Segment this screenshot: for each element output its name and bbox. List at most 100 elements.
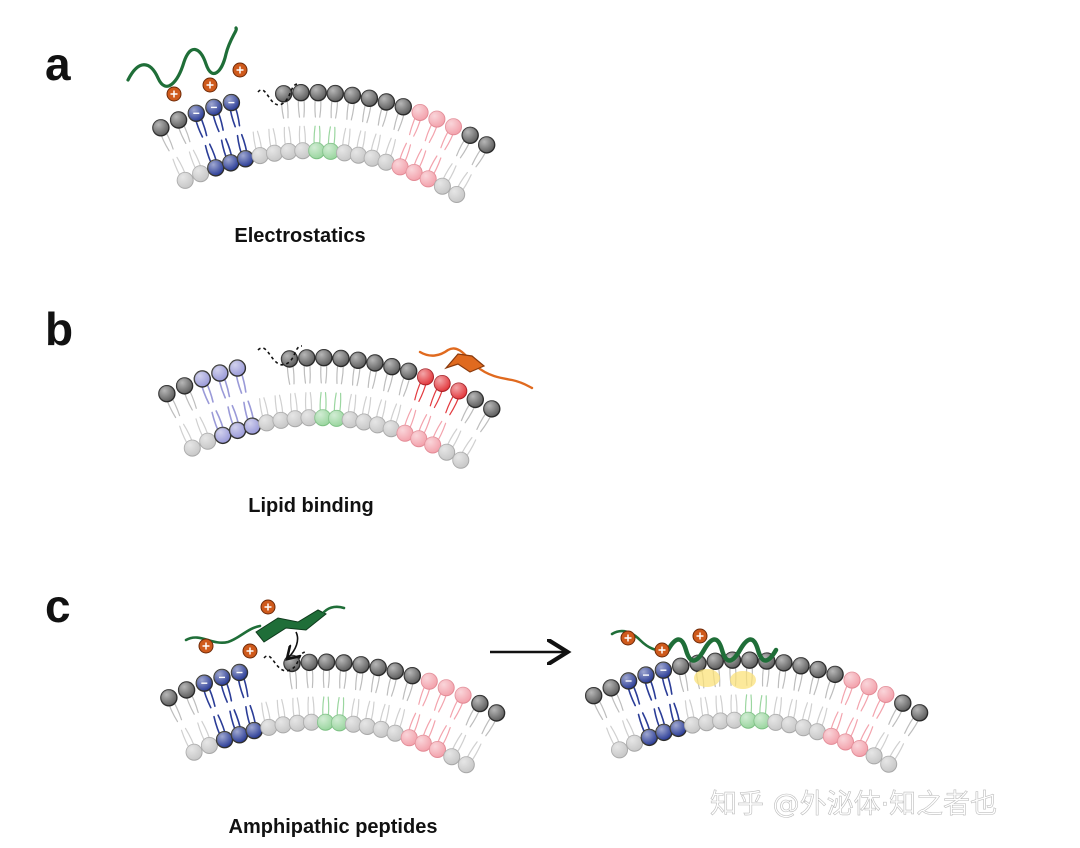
lipid-head-shine [698,714,715,731]
lipid-head-shine [331,714,348,731]
lipid-head-shine [160,689,177,706]
lipid-head-shine [412,104,429,121]
lipid-head-shine [301,654,318,671]
charge-group [166,62,708,659]
lipid-head-shine [378,94,395,110]
lipid-head-shine [401,729,418,746]
lipid-head-shine [740,712,757,729]
lipid-head-shine [378,154,395,171]
lipid-head-shine [345,716,362,733]
lipid-head-shine [158,385,175,402]
lipid-head-shine [793,657,809,674]
lipid-head-shine [355,414,372,430]
peptide-green-beta-c [184,605,346,645]
lipid-head-shine [741,652,758,669]
lipid-head-shine [452,452,469,469]
lipid-head-shine [397,425,413,442]
lipid-head-shine [415,735,432,752]
lipid-head-shine [404,667,421,684]
lipid-head-shine [672,658,689,675]
packing-defect [263,651,307,672]
membrane-panel-b [158,345,501,469]
lipid-head-shine [383,358,400,375]
positive-charge-icon [654,642,670,658]
lipid-head-shine [303,714,320,731]
lipid-head-shine [231,726,248,743]
positive-charge-icon [692,628,708,644]
lipid-head-shine [310,84,327,101]
packing-defect [257,345,303,366]
lipid-head-shine [467,391,484,408]
lipid-head-shine [911,704,928,721]
lipid-head-shine [322,143,339,160]
lipid-head-shine [353,656,370,673]
lipid-head-shine [707,653,724,670]
lipid-head-shine [434,375,451,392]
lipid-head-shine [207,159,224,176]
lipid-head-shine [844,672,860,689]
lipid-head-shine [754,712,770,729]
panel-letter-a: a [45,38,71,90]
lipid-head-shine [438,444,455,461]
lipid-head-shine [400,363,417,380]
positive-charge-icon [202,77,218,93]
lipid-head-shine [186,744,203,761]
lipid-head-shine [178,682,195,698]
lipid-head-shine [424,437,441,453]
lipid-head-shine [237,150,254,167]
lipid-head-shine [177,172,194,189]
lipid-head-shine [184,440,201,457]
lipid-head-shine [152,119,169,136]
lipid-head-shine [455,687,472,704]
lipid-head-shine [406,164,423,181]
lipid-head-shine [488,705,505,721]
positive-charge-icon [620,630,636,646]
lipid-head-shine [367,355,383,371]
lipid-head-shine [626,735,643,752]
lipid-head-shine [880,756,897,773]
lipid-head-shine [417,368,434,385]
lipid-head-shine [266,145,283,162]
lipid-head-shine [335,655,352,671]
lipid-head-shine [471,695,488,712]
lipid-head-shine [795,719,812,736]
lipid-head-shine [315,349,332,366]
lipid-head-shine [429,741,446,758]
caption-electrostatics: Electrostatics [234,225,365,247]
lipid-head-shine [298,349,315,366]
lipid-head-shine [445,118,462,135]
positive-charge-icon [198,638,214,654]
lipid-head-shine [244,418,261,435]
lipid-head-shine [361,90,378,107]
lipid-head-shine [877,686,894,703]
lipid-head-shine [781,716,798,733]
hydrophobic-patch [694,669,720,687]
lipid-head-shine [214,427,231,444]
lipid-head-shine [199,433,216,450]
lipid-head-shine [655,724,672,741]
lipid-head-shine [726,712,743,729]
lipid-head-shine [383,420,400,437]
lipid-head-shine [275,716,292,733]
lipid-head-shine [328,410,345,427]
lipid-head-shine [318,654,335,671]
lipid-head-shine [438,679,455,696]
lipid-head-shine [293,84,309,101]
lipid-head-shine [428,111,445,128]
lipid-head-shine [194,371,211,387]
lipid-head-shine [342,411,359,428]
lipid-head-shine [364,150,381,167]
lipid-head-shine [280,143,297,160]
peptide-green-helix-c [610,629,779,689]
lipid-head-shine [258,414,275,431]
lipid-head-shine [344,87,361,104]
lipid-head-shine [229,360,246,377]
lipid-head-shine [767,714,784,731]
lipid-head-shine [810,661,827,678]
lipid-head-shine [201,737,218,754]
watermark-text: 知乎 @外泌体·知之者也 [710,789,997,820]
lipid-head-shine [301,409,317,426]
peptide-orange-sheet-b [444,353,486,373]
lipid-head-shine [458,756,475,773]
lipid-head-shine [387,663,404,680]
